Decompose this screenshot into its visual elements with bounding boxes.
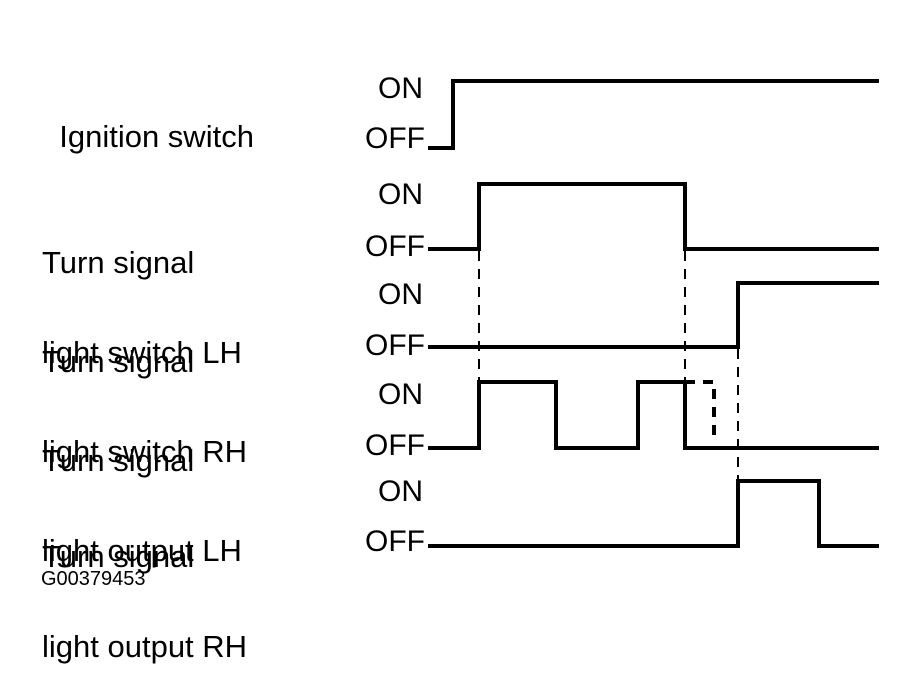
state-off-rh-output: OFF [365,525,425,558]
state-on-rh-output: ON [378,475,423,508]
signal-label-line1: Turn signal [42,344,195,379]
signal-label-lh-output: Turn signal light output LH [42,386,242,596]
waveform-ignition [428,79,879,150]
figure-code: G00379453 [41,568,146,590]
signal-label-line1: Turn signal [42,443,195,478]
state-off-lh-output: OFF [365,429,425,462]
signal-label-line2: light output RH [42,629,248,664]
waveform-lh-output [428,380,879,450]
state-on-lh-output: ON [378,378,423,411]
state-off-rh-switch: OFF [365,329,425,362]
waveform-rh-output [428,479,879,548]
signal-label-rh-switch: Turn signal light switch RH [42,287,247,497]
waveform-lh-switch [428,182,879,251]
signal-label-line1: Turn signal [42,245,195,280]
signal-label-lh-switch: Turn signal light switch LH [42,188,242,398]
state-on-ignition: ON [378,72,423,105]
signal-label-line1: Turn signal [42,539,195,574]
state-on-lh-switch: ON [378,178,423,211]
dashed-continuation-lh-output [685,380,716,442]
state-off-ignition: OFF [365,122,425,155]
signal-label-line2: light switch RH [42,434,247,469]
signal-label-ignition: Ignition switch [42,92,254,152]
state-on-rh-switch: ON [378,278,423,311]
timing-waveforms [428,79,879,548]
signal-label-rh-output: Turn signal light output RH [42,482,247,692]
waveform-rh-switch [428,281,879,349]
signal-label-line1: Ignition switch [59,119,254,154]
signal-label-line2: light switch LH [42,335,242,370]
signal-label-line2: light output LH [42,533,242,568]
state-off-lh-switch: OFF [365,230,425,263]
